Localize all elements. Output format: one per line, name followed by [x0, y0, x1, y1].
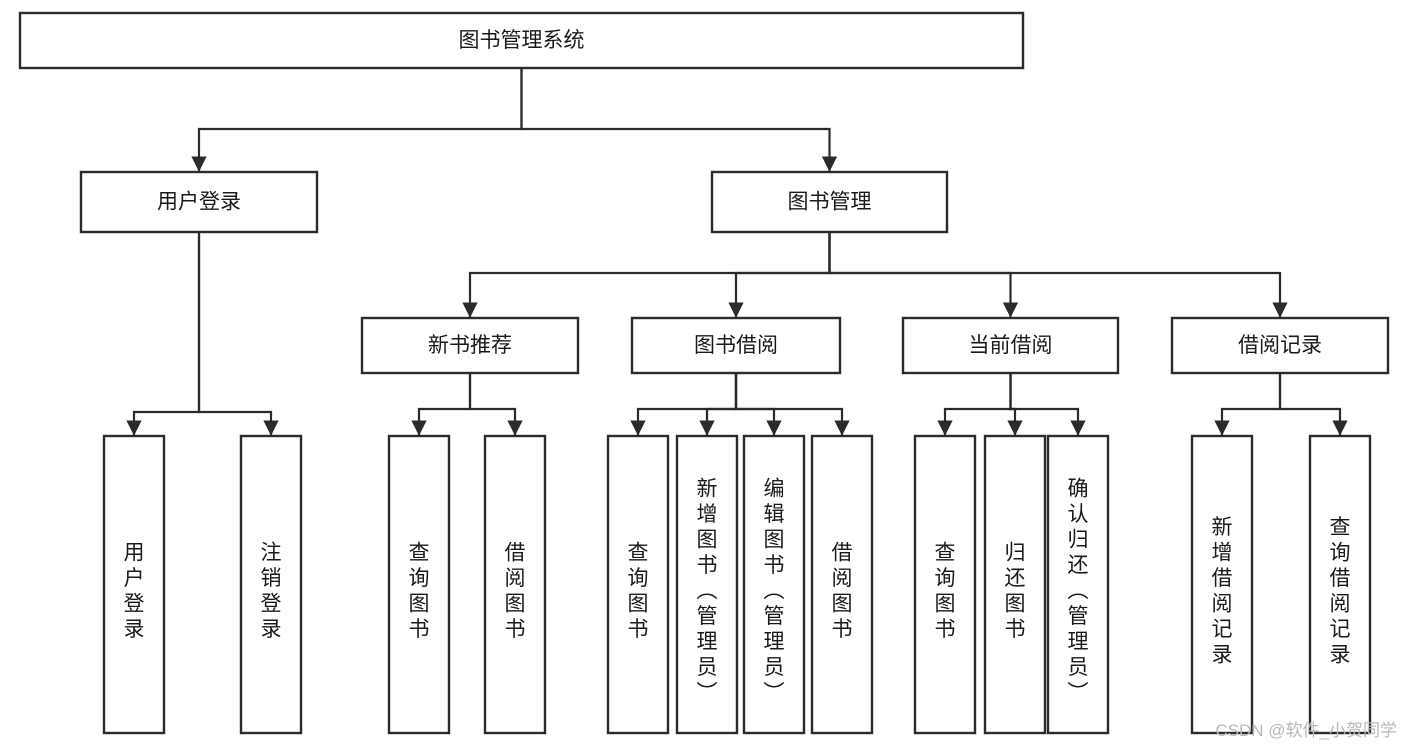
edge-current-borrow-to-leaf-query-book-current — [937, 373, 1012, 436]
edge-root-to-user-login — [191, 68, 523, 172]
node-leaf-edit-book[interactable]: 编辑图书︵管理员︶ — [742, 434, 806, 735]
node-label-book-borrow: 图书借阅 — [694, 334, 778, 357]
node-box-leaf-edit-book[interactable] — [742, 434, 806, 735]
edge-book-manage-to-current-borrow — [828, 232, 1019, 318]
node-box-leaf-return-book[interactable] — [983, 434, 1047, 735]
node-label-leaf-query-book-current: 查询图书 — [935, 541, 956, 641]
edge-book-borrow-to-leaf-add-book — [699, 373, 738, 436]
node-label-new-book-rec: 新书推荐 — [428, 334, 512, 357]
node-root[interactable]: 图书管理系统 — [18, 11, 1025, 70]
node-borrow-record[interactable]: 借阅记录 — [1170, 316, 1390, 375]
edge-book-borrow-to-leaf-edit-book — [734, 373, 782, 436]
nodes-layer: 图书管理系统用户登录图书管理新书推荐图书借阅当前借阅借阅记录用户登录注销登录查询… — [18, 11, 1390, 735]
node-new-book-rec[interactable]: 新书推荐 — [360, 316, 580, 375]
edge-user-login-to-leaf-user-login — [126, 232, 201, 436]
node-leaf-add-book[interactable]: 新增图书︵管理员︶ — [675, 434, 739, 735]
edge-borrow-record-to-leaf-add-record — [1214, 373, 1282, 436]
node-label-leaf-query-book-borrow: 查询图书 — [628, 541, 649, 641]
node-box-leaf-user-logout[interactable] — [239, 434, 303, 735]
node-label-leaf-add-book: 新增图书︵管理员︶ — [697, 477, 718, 704]
node-current-borrow[interactable]: 当前借阅 — [901, 316, 1120, 375]
node-box-leaf-confirm-return[interactable] — [1046, 434, 1110, 735]
node-book-borrow[interactable]: 图书借阅 — [630, 316, 842, 375]
edge-book-manage-to-borrow-record — [828, 232, 1288, 318]
watermark-csdn: CSDN @软件_小贺同学 — [1215, 721, 1397, 740]
node-box-book-manage[interactable] — [710, 170, 949, 234]
node-box-leaf-user-login[interactable] — [102, 434, 166, 735]
edge-user-login-to-leaf-user-logout — [197, 232, 279, 436]
edge-book-manage-to-new-book-rec — [462, 232, 831, 318]
node-label-leaf-query-record: 查询借阅记录 — [1330, 515, 1351, 666]
node-label-root: 图书管理系统 — [459, 29, 585, 52]
node-label-current-borrow: 当前借阅 — [969, 334, 1053, 357]
edge-borrow-record-to-leaf-query-record — [1278, 373, 1348, 436]
node-leaf-query-book-borrow[interactable]: 查询图书 — [606, 434, 670, 735]
node-book-manage[interactable]: 图书管理 — [710, 170, 949, 234]
node-leaf-add-record[interactable]: 新增借阅记录 — [1190, 434, 1254, 735]
node-box-leaf-borrow-book[interactable] — [810, 434, 874, 735]
node-box-user-login[interactable] — [79, 170, 319, 234]
node-box-leaf-query-book-current[interactable] — [913, 434, 977, 735]
node-box-leaf-add-book[interactable] — [675, 434, 739, 735]
node-label-leaf-user-login: 用户登录 — [124, 541, 145, 641]
edge-book-manage-to-book-borrow — [728, 232, 831, 318]
edge-current-borrow-to-leaf-confirm-return — [1009, 373, 1086, 436]
node-label-book-manage: 图书管理 — [788, 191, 872, 214]
node-leaf-user-logout[interactable]: 注销登录 — [239, 434, 303, 735]
node-leaf-query-record[interactable]: 查询借阅记录 — [1308, 434, 1372, 735]
node-label-user-login: 用户登录 — [157, 191, 241, 214]
node-label-leaf-query-book-rec: 查询图书 — [409, 541, 430, 641]
node-box-leaf-query-record[interactable] — [1308, 434, 1372, 735]
node-leaf-borrow-book-rec[interactable]: 借阅图书 — [483, 434, 547, 735]
edge-book-borrow-to-leaf-query-book-borrow — [630, 373, 738, 436]
node-box-root[interactable] — [18, 11, 1025, 70]
edge-new-book-rec-to-leaf-borrow-book-rec — [468, 373, 523, 436]
node-leaf-confirm-return[interactable]: 确认归还︵管理员︶ — [1046, 434, 1110, 735]
node-label-leaf-add-record: 新增借阅记录 — [1212, 515, 1233, 666]
node-box-leaf-add-record[interactable] — [1190, 434, 1254, 735]
edge-new-book-rec-to-leaf-query-book-rec — [411, 373, 472, 436]
node-label-leaf-edit-book: 编辑图书︵管理员︶ — [764, 477, 785, 704]
edge-root-to-book-manage — [520, 68, 838, 172]
node-leaf-query-book-current[interactable]: 查询图书 — [913, 434, 977, 735]
node-label-borrow-record: 借阅记录 — [1238, 334, 1322, 357]
node-box-leaf-borrow-book-rec[interactable] — [483, 434, 547, 735]
edge-book-borrow-to-leaf-borrow-book — [734, 373, 850, 436]
node-label-leaf-return-book: 归还图书 — [1005, 541, 1026, 641]
node-box-borrow-record[interactable] — [1170, 316, 1390, 375]
node-label-leaf-user-logout: 注销登录 — [261, 541, 282, 641]
node-box-leaf-query-book-rec[interactable] — [387, 434, 451, 735]
edges-layer — [126, 68, 1348, 436]
node-box-current-borrow[interactable] — [901, 316, 1120, 375]
node-leaf-query-book-rec[interactable]: 查询图书 — [387, 434, 451, 735]
node-label-leaf-borrow-book: 借阅图书 — [832, 541, 853, 641]
node-user-login[interactable]: 用户登录 — [79, 170, 319, 234]
node-box-book-borrow[interactable] — [630, 316, 842, 375]
node-label-leaf-confirm-return: 确认归还︵管理员︶ — [1068, 477, 1089, 704]
node-box-leaf-query-book-borrow[interactable] — [606, 434, 670, 735]
node-label-leaf-borrow-book-rec: 借阅图书 — [505, 541, 526, 641]
node-box-new-book-rec[interactable] — [360, 316, 580, 375]
node-leaf-borrow-book[interactable]: 借阅图书 — [810, 434, 874, 735]
node-leaf-return-book[interactable]: 归还图书 — [983, 434, 1047, 735]
node-leaf-user-login[interactable]: 用户登录 — [102, 434, 166, 735]
